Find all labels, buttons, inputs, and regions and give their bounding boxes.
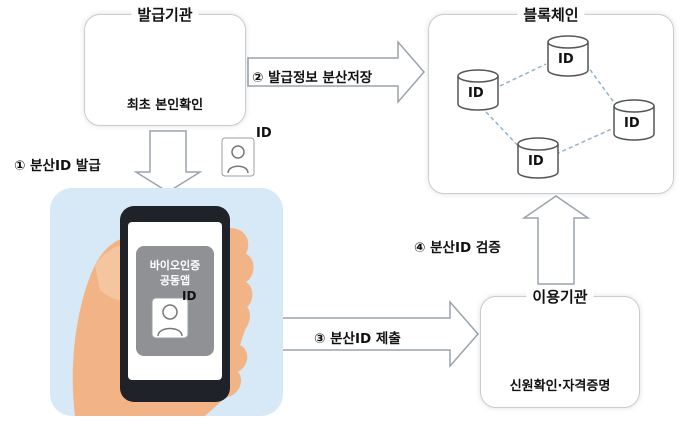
step3-label: ③ 분산ID 제출 (314, 331, 401, 347)
user-org-box: 이용기관 신원확인·자격증명 (480, 286, 640, 408)
id-badge-head (231, 145, 245, 159)
arrow-phone-to-user-org (264, 300, 479, 368)
arrow-user-org-to-blockchain (521, 195, 591, 285)
phone-app-line2: 공동앱 (159, 274, 191, 287)
db-node-2-label: ID (468, 86, 484, 101)
id-badge-shoulders (227, 165, 249, 174)
id-badge-label: ID (256, 126, 272, 141)
blockchain-title: 블록체인 (517, 4, 585, 25)
id-badge-frame (221, 137, 255, 177)
db-node-4 (517, 137, 559, 179)
step2-label: ② 발급정보 분산저장 (252, 70, 373, 86)
id-card-shoulders (157, 327, 183, 337)
step4-label: ④ 분산ID 검증 (414, 240, 501, 256)
arrow-issuer-to-blockchain (247, 39, 425, 105)
db-node-3-label: ID (624, 116, 640, 131)
user-org-caption: 신원확인·자격증명 (509, 379, 611, 394)
db-node-1-label: ID (558, 52, 574, 67)
phone-id-label: ID (182, 289, 197, 303)
user-org-title: 이용기관 (526, 286, 594, 307)
arrow-issuer-to-phone (133, 130, 203, 193)
id-card-head (162, 304, 178, 320)
issuer-box: 발급기관 최초 본인확인 (84, 4, 246, 126)
id-card-frame (151, 297, 189, 339)
phone-app-line1: 바이오인증 (149, 259, 201, 272)
db-node-2 (457, 69, 499, 111)
issuer-title: 발급기관 (131, 4, 199, 25)
issuer-caption: 최초 본인확인 (126, 98, 204, 113)
fingers-shape (230, 228, 254, 310)
db-node-3 (613, 99, 655, 141)
db-node-4-label: ID (528, 154, 544, 169)
blockchain-links (485, 63, 619, 155)
step1-label: ① 분산ID 발급 (14, 158, 101, 174)
db-node-1 (547, 35, 589, 77)
